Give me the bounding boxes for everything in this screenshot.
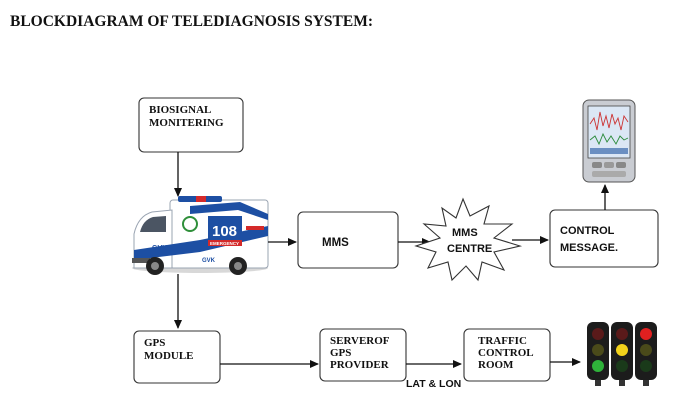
control-message-label-line1: CONTROL	[560, 225, 615, 237]
svg-text:BIOSIGNAL MONITERING: BIOSIGNAL MONITERING	[149, 104, 224, 129]
smartphone-icon	[582, 99, 636, 183]
mms-centre-label-line2: CENTRE	[447, 243, 492, 255]
mms-centre-block: MMS CENTRE	[414, 197, 523, 282]
traffic-label-line1: TRAFFIC	[478, 335, 527, 347]
gps-module-label-line2: MODULE	[144, 350, 194, 362]
traffic-light-yellow	[616, 344, 628, 356]
mms-label: MMS	[322, 237, 349, 249]
gps-server-label-line3: PROVIDER	[330, 359, 390, 371]
gps-server-label-line2: GPS	[330, 347, 351, 359]
ambulance-brand-front: GVK	[152, 245, 167, 252]
biosignal-label-line2: MONITERING	[149, 117, 224, 129]
biosignal-monitoring-block: BIOSIGNAL MONITERING	[138, 97, 244, 153]
edge-label-lat-lon: LAT & LON	[406, 378, 461, 390]
ambulance-badge-sub: EMERGENCY	[210, 241, 239, 246]
gps-module-label-line1: GPS	[144, 337, 165, 349]
diagram-title: BLOCKDIAGRAM OF TELEDIAGNOSIS SYSTEM:	[10, 13, 373, 30]
mms-centre-label-line1: MMS	[452, 227, 478, 239]
svg-text:SERVEROF GPS PROVI: SERVEROF GPS PROVIDER	[330, 335, 392, 371]
svg-text:GPS MODULE: GPS MODULE	[144, 337, 194, 362]
control-message-block: CONTROL MESSAGE.	[549, 209, 659, 268]
traffic-label-line3: ROOM	[478, 359, 514, 371]
ambulance-brand-side: GVK	[202, 258, 216, 264]
svg-text:TRAFFIC CONTROL RO: TRAFFIC CONTROL ROOM	[478, 335, 536, 371]
traffic-label-line2: CONTROL	[478, 347, 533, 359]
traffic-control-block: TRAFFIC CONTROL ROOM	[463, 328, 551, 382]
ambulance-icon: 108 EMERGENCY GVK GVK	[132, 196, 269, 275]
svg-text:CONTROL MESSAGE.: CONTROL MESSAGE.	[560, 225, 618, 254]
gps-server-label-line1: SERVEROF	[330, 335, 390, 347]
biosignal-label-line1: BIOSIGNAL	[149, 104, 211, 116]
traffic-light-red	[640, 328, 652, 340]
traffic-light-green-1	[592, 360, 604, 372]
mms-block: MMS	[297, 211, 399, 269]
control-message-label-line2: MESSAGE.	[560, 242, 618, 254]
mms-centre-starburst	[414, 197, 523, 282]
ambulance-number-badge: 108	[212, 223, 237, 240]
gps-server-block: SERVEROF GPS PROVIDER	[319, 328, 407, 382]
traffic-light-icon	[587, 322, 657, 386]
gps-module-block: GPS MODULE	[133, 330, 221, 384]
svg-text:MMS CENTRE: MMS CENTRE	[447, 227, 492, 255]
